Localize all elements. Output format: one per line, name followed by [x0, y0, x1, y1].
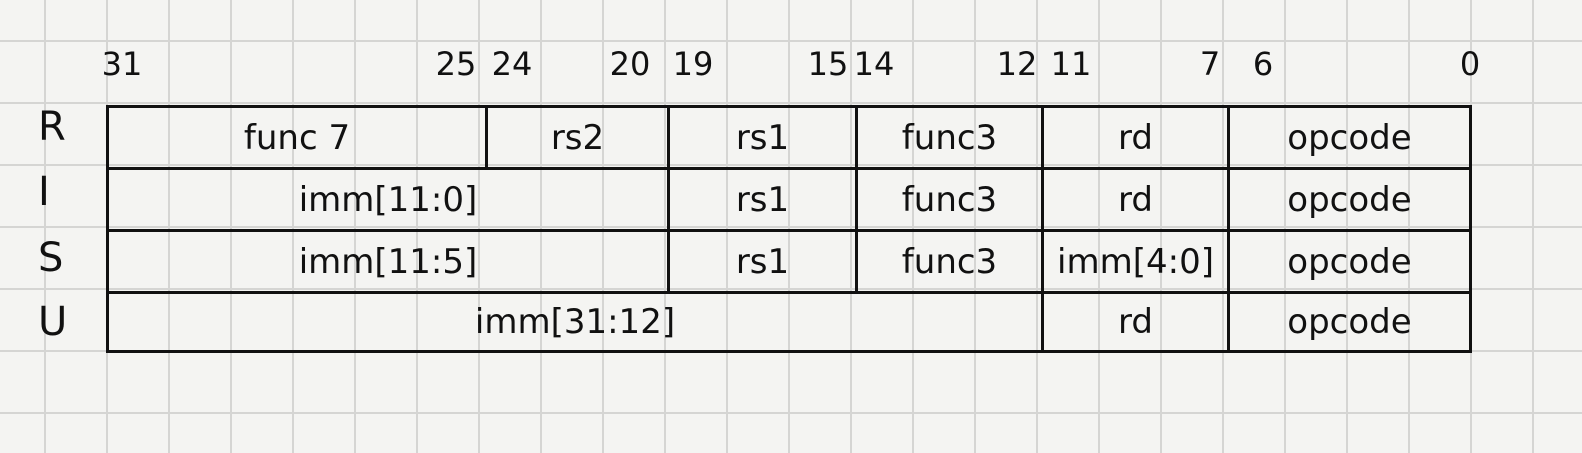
bit-label-14: 14 [853, 45, 895, 83]
format-label-u: U [38, 299, 68, 345]
field-u-1: rd [1041, 294, 1227, 350]
field-s-3: imm[4:0] [1041, 232, 1227, 291]
bit-label-20: 20 [609, 45, 651, 83]
format-label-r: R [38, 104, 66, 150]
bit-label-11: 11 [1050, 45, 1092, 83]
bit-label-12: 12 [996, 45, 1038, 83]
field-i-0: imm[11:0] [298, 179, 478, 220]
field-i-3: rd [1041, 170, 1227, 229]
field-s-0: imm[11:5] [298, 241, 478, 282]
bit-label-24: 24 [491, 45, 533, 83]
bit-label-7: 7 [1199, 45, 1221, 83]
bit-label-25: 25 [435, 45, 477, 83]
field-r-5: opcode [1227, 108, 1469, 167]
field-i-1: rs1 [667, 170, 855, 229]
field-r-0: func 7 [243, 117, 351, 158]
bit-label-19: 19 [672, 45, 714, 83]
bit-label-6: 6 [1252, 45, 1274, 83]
field-u-0: imm[31:12] [474, 302, 676, 342]
field-i-4: opcode [1227, 170, 1469, 229]
field-i-2: func3 [855, 170, 1041, 229]
field-r-1: rs2 [485, 108, 667, 167]
format-label-s: S [38, 235, 64, 281]
format-label-i: I [38, 169, 50, 215]
field-r-4: rd [1041, 108, 1227, 167]
bit-label-15: 15 [807, 45, 849, 83]
field-s-2: func3 [855, 232, 1041, 291]
bit-label-31: 31 [101, 45, 143, 83]
bit-label-0: 0 [1459, 45, 1481, 83]
field-s-4: opcode [1227, 232, 1469, 291]
field-r-2: rs1 [667, 108, 855, 167]
field-u-2: opcode [1227, 294, 1469, 350]
field-r-3: func3 [855, 108, 1041, 167]
field-s-1: rs1 [667, 232, 855, 291]
